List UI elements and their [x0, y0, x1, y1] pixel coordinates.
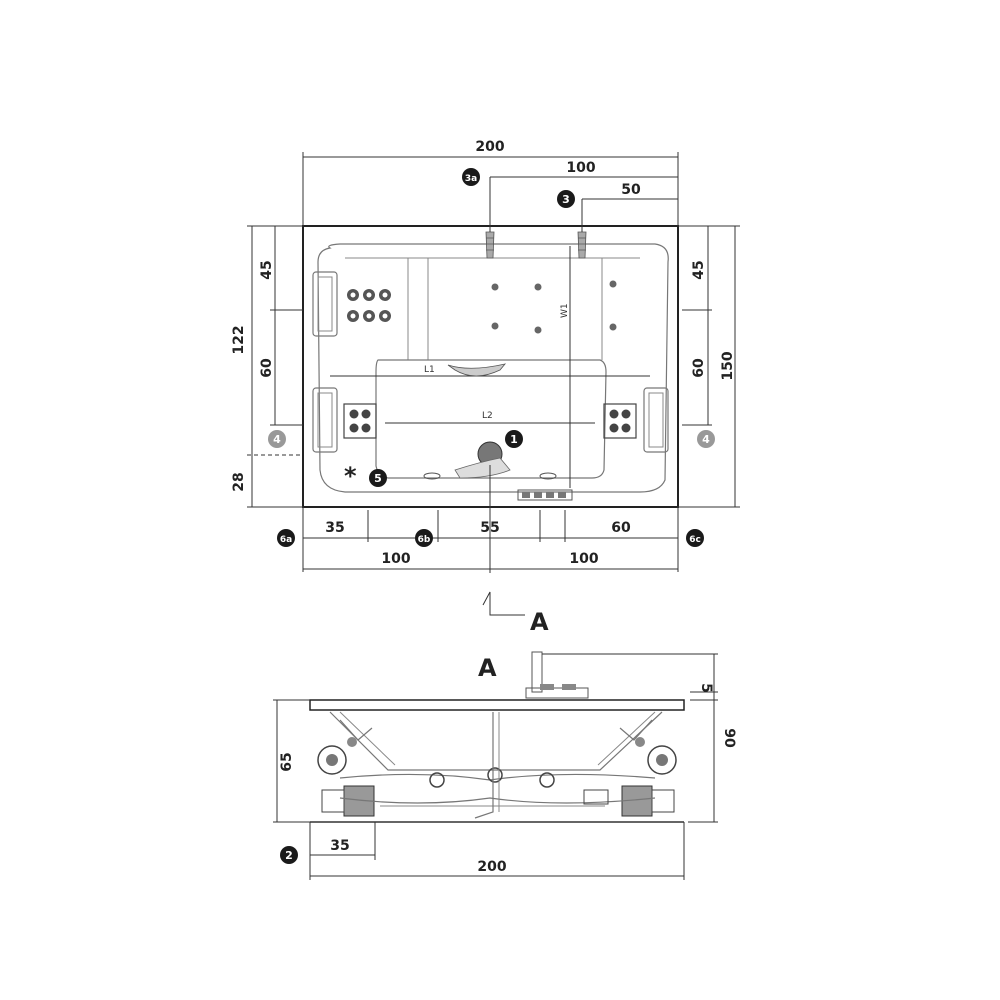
jet-plate-right — [603, 403, 637, 439]
section-title: A — [478, 654, 497, 682]
headrest-top-left — [312, 271, 338, 337]
callout-3: 3 — [557, 190, 575, 208]
section-arrow: A — [482, 591, 549, 636]
callout-5: 5 — [369, 469, 387, 487]
dim-bottom-60: 60 — [611, 520, 631, 536]
svg-text:6c: 6c — [689, 535, 701, 545]
tub-basin — [317, 243, 669, 493]
dim-right-45: 45 — [691, 260, 707, 279]
control-panel — [517, 489, 573, 501]
dim-section-35: 35 — [330, 838, 349, 854]
dim-section-90: 90 — [721, 728, 737, 748]
section-arrow-label: A — [530, 608, 549, 636]
pump-left — [317, 719, 375, 817]
label-l1: L1 — [424, 365, 435, 375]
dim-total-width: 200 — [475, 139, 504, 155]
svg-text:4: 4 — [273, 433, 281, 446]
dim-section-200: 200 — [477, 859, 506, 875]
callout-6a: 6a — [277, 529, 295, 547]
dim-left-45: 45 — [259, 260, 275, 279]
dim-section-65: 65 — [279, 752, 295, 771]
dim-3: 50 — [621, 182, 641, 198]
callout-6b: 6b — [415, 529, 433, 547]
callout-2: 2 — [280, 846, 298, 864]
tub-rim — [309, 699, 685, 711]
jet-group-top-left — [347, 289, 391, 322]
faucet-section — [525, 651, 589, 699]
jets-center — [491, 280, 617, 334]
dim-bottom-100-left: 100 — [381, 551, 410, 567]
headrest-right — [643, 387, 669, 453]
svg-text:2: 2 — [285, 849, 293, 862]
dim-bottom-100-right: 100 — [569, 551, 598, 567]
svg-text:3a: 3a — [465, 174, 477, 184]
svg-text:1: 1 — [510, 433, 518, 446]
dim-section-5: 5 — [698, 683, 714, 693]
jet-plate-left — [343, 403, 377, 439]
callout-3a: 3a — [462, 168, 480, 186]
section-view: A — [273, 651, 737, 880]
asterisk-mark: * — [344, 462, 357, 490]
svg-text:4: 4 — [702, 433, 710, 446]
callout-4-left: 4 — [268, 430, 286, 448]
callout-1: 1 — [505, 430, 523, 448]
svg-text:6b: 6b — [418, 535, 431, 545]
svg-text:5: 5 — [374, 472, 382, 485]
dim-left-122: 122 — [231, 325, 247, 354]
dim-left-28: 28 — [231, 472, 247, 491]
svg-text:3: 3 — [562, 193, 570, 206]
callout-6c: 6c — [686, 529, 704, 547]
faucet-3a — [485, 231, 495, 259]
label-l2: L2 — [482, 411, 493, 421]
dim-left-60: 60 — [259, 358, 275, 378]
plan-view: L1 L2 W1 200 100 50 45 60 122 28 — [231, 139, 740, 573]
pump-right — [619, 719, 677, 817]
svg-text:6a: 6a — [280, 535, 292, 545]
label-w1: W1 — [560, 303, 570, 318]
callout-4-right: 4 — [697, 430, 715, 448]
dim-3a: 100 — [566, 160, 595, 176]
headrest-bottom-left — [312, 387, 338, 453]
dim-right-60: 60 — [691, 358, 707, 378]
dim-bottom-35: 35 — [325, 520, 344, 536]
dim-right-150: 150 — [720, 351, 736, 380]
faucet-3 — [577, 231, 587, 259]
